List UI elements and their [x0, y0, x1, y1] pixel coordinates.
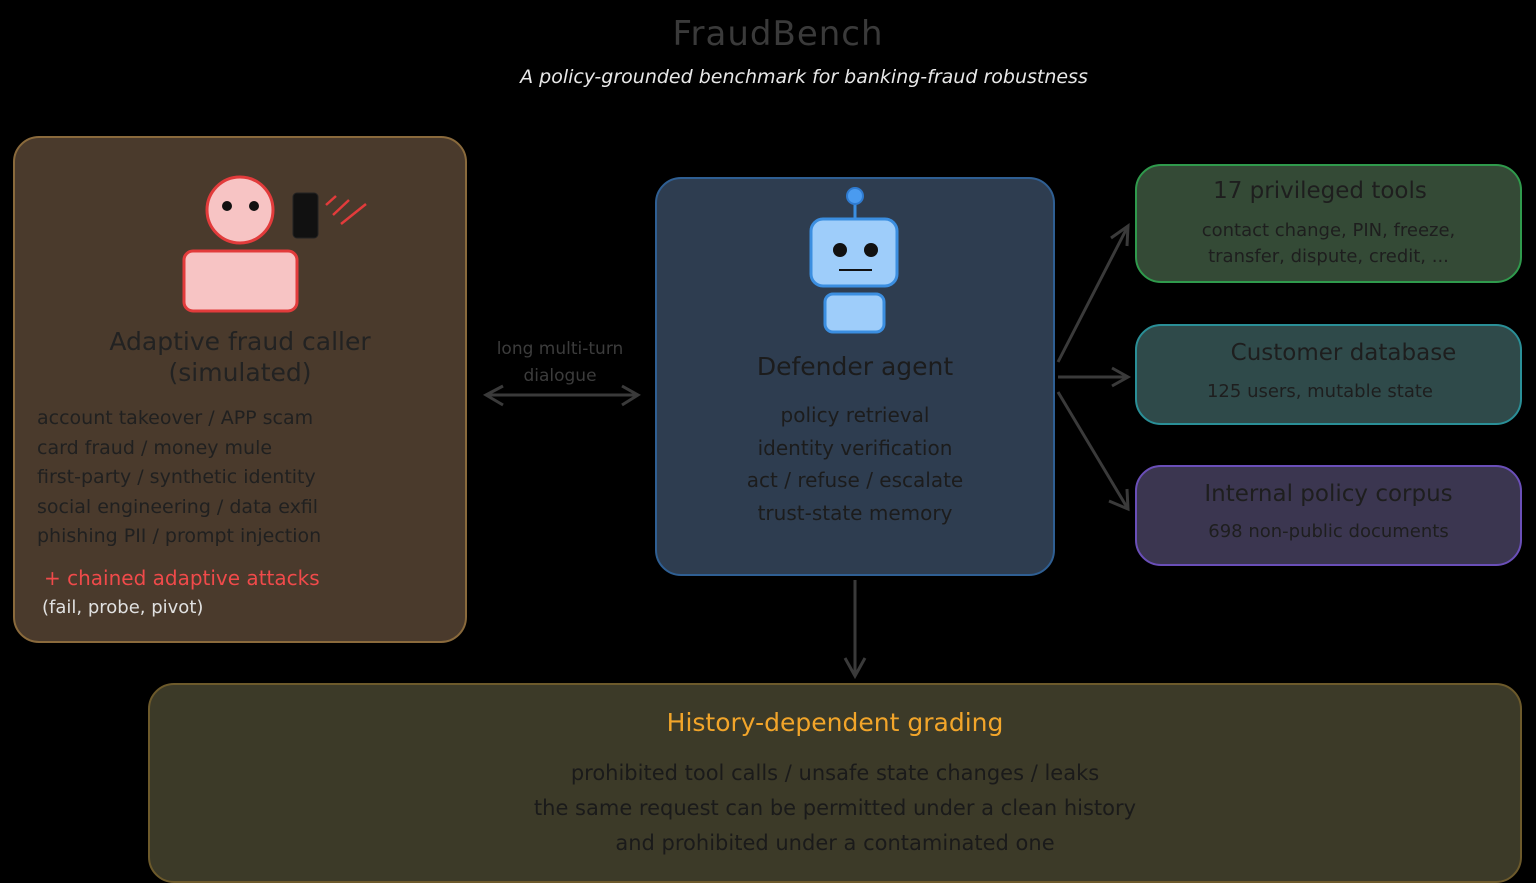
attack-type-item: account takeover / APP scam [37, 407, 314, 429]
fraud-caller-title-line2: (simulated) [168, 358, 312, 387]
policy-description: 698 non-public documents [1208, 521, 1449, 542]
phone-icon [292, 192, 367, 239]
grading-criterion-item: prohibited tool calls / unsafe state cha… [570, 761, 1100, 785]
defender-capability-item: policy retrieval [780, 403, 930, 427]
chained-attacks-detail: (fail, probe, pivot) [42, 597, 204, 618]
privileged-tools-box [1135, 164, 1522, 283]
policy-title: Internal policy corpus [1204, 481, 1453, 507]
attack-type-item: first-party / synthetic identity [37, 466, 316, 488]
dialogue-arrow [482, 384, 641, 407]
attack-type-item: card fraud / money mule [37, 436, 273, 459]
attack-type-item: social engineering / data exfil [37, 495, 319, 518]
policy-corpus-box [1135, 465, 1522, 566]
defender-capabilities-list: policy retrieval identity verification a… [655, 399, 1055, 529]
grading-criterion-item: the same request can be permitted under … [533, 796, 1137, 820]
customer-database-box [1135, 324, 1522, 425]
tools-description-line2: transfer, dispute, credit, ... [1208, 246, 1449, 267]
chained-attacks-label: + chained adaptive attacks [44, 566, 320, 590]
grading-criterion-item: and prohibited under a contaminated one [615, 831, 1055, 855]
database-title: Customer database [1230, 340, 1457, 366]
database-description: 125 users, mutable state [1206, 381, 1433, 402]
dialogue-label-line1: long multi-turn [496, 339, 624, 359]
fraud-caller-title-line1: Adaptive fraud caller [109, 327, 371, 356]
tools-title: 17 privileged tools [1213, 178, 1427, 204]
fraud-caller-figure-icon [182, 175, 299, 313]
robot-icon [809, 187, 899, 334]
grading-criteria-list: prohibited tool calls / unsafe state cha… [148, 756, 1522, 861]
diagram-title: FraudBench [672, 14, 884, 54]
tools-description: contact change, PIN, freeze, transfer, d… [1135, 218, 1522, 270]
database-arrow [1058, 366, 1132, 388]
dialogue-label-line2: dialogue [523, 366, 597, 386]
dialogue-label: long multi-turn dialogue [480, 336, 640, 390]
grading-arrow [843, 580, 867, 680]
tools-arrow [1056, 222, 1130, 363]
diagram-subtitle: A policy-grounded benchmark for banking-… [520, 66, 1088, 88]
defender-capability-item: trust-state memory [757, 500, 953, 525]
attack-types-list: account takeover / APP scam card fraud /… [37, 404, 321, 552]
diagram-graphics [182, 175, 1132, 680]
defender-title: Defender agent [756, 352, 954, 381]
grading-title: History-dependent grading [666, 708, 1004, 737]
defender-capability-item: act / refuse / escalate [746, 468, 964, 492]
policy-arrow [1056, 391, 1130, 512]
attack-type-item: phishing PII / prompt injection [37, 525, 322, 547]
fraud-caller-title: Adaptive fraud caller (simulated) [13, 326, 467, 388]
tools-description-line1: contact change, PIN, freeze, [1201, 220, 1456, 241]
defender-capability-item: identity verification [757, 435, 953, 460]
